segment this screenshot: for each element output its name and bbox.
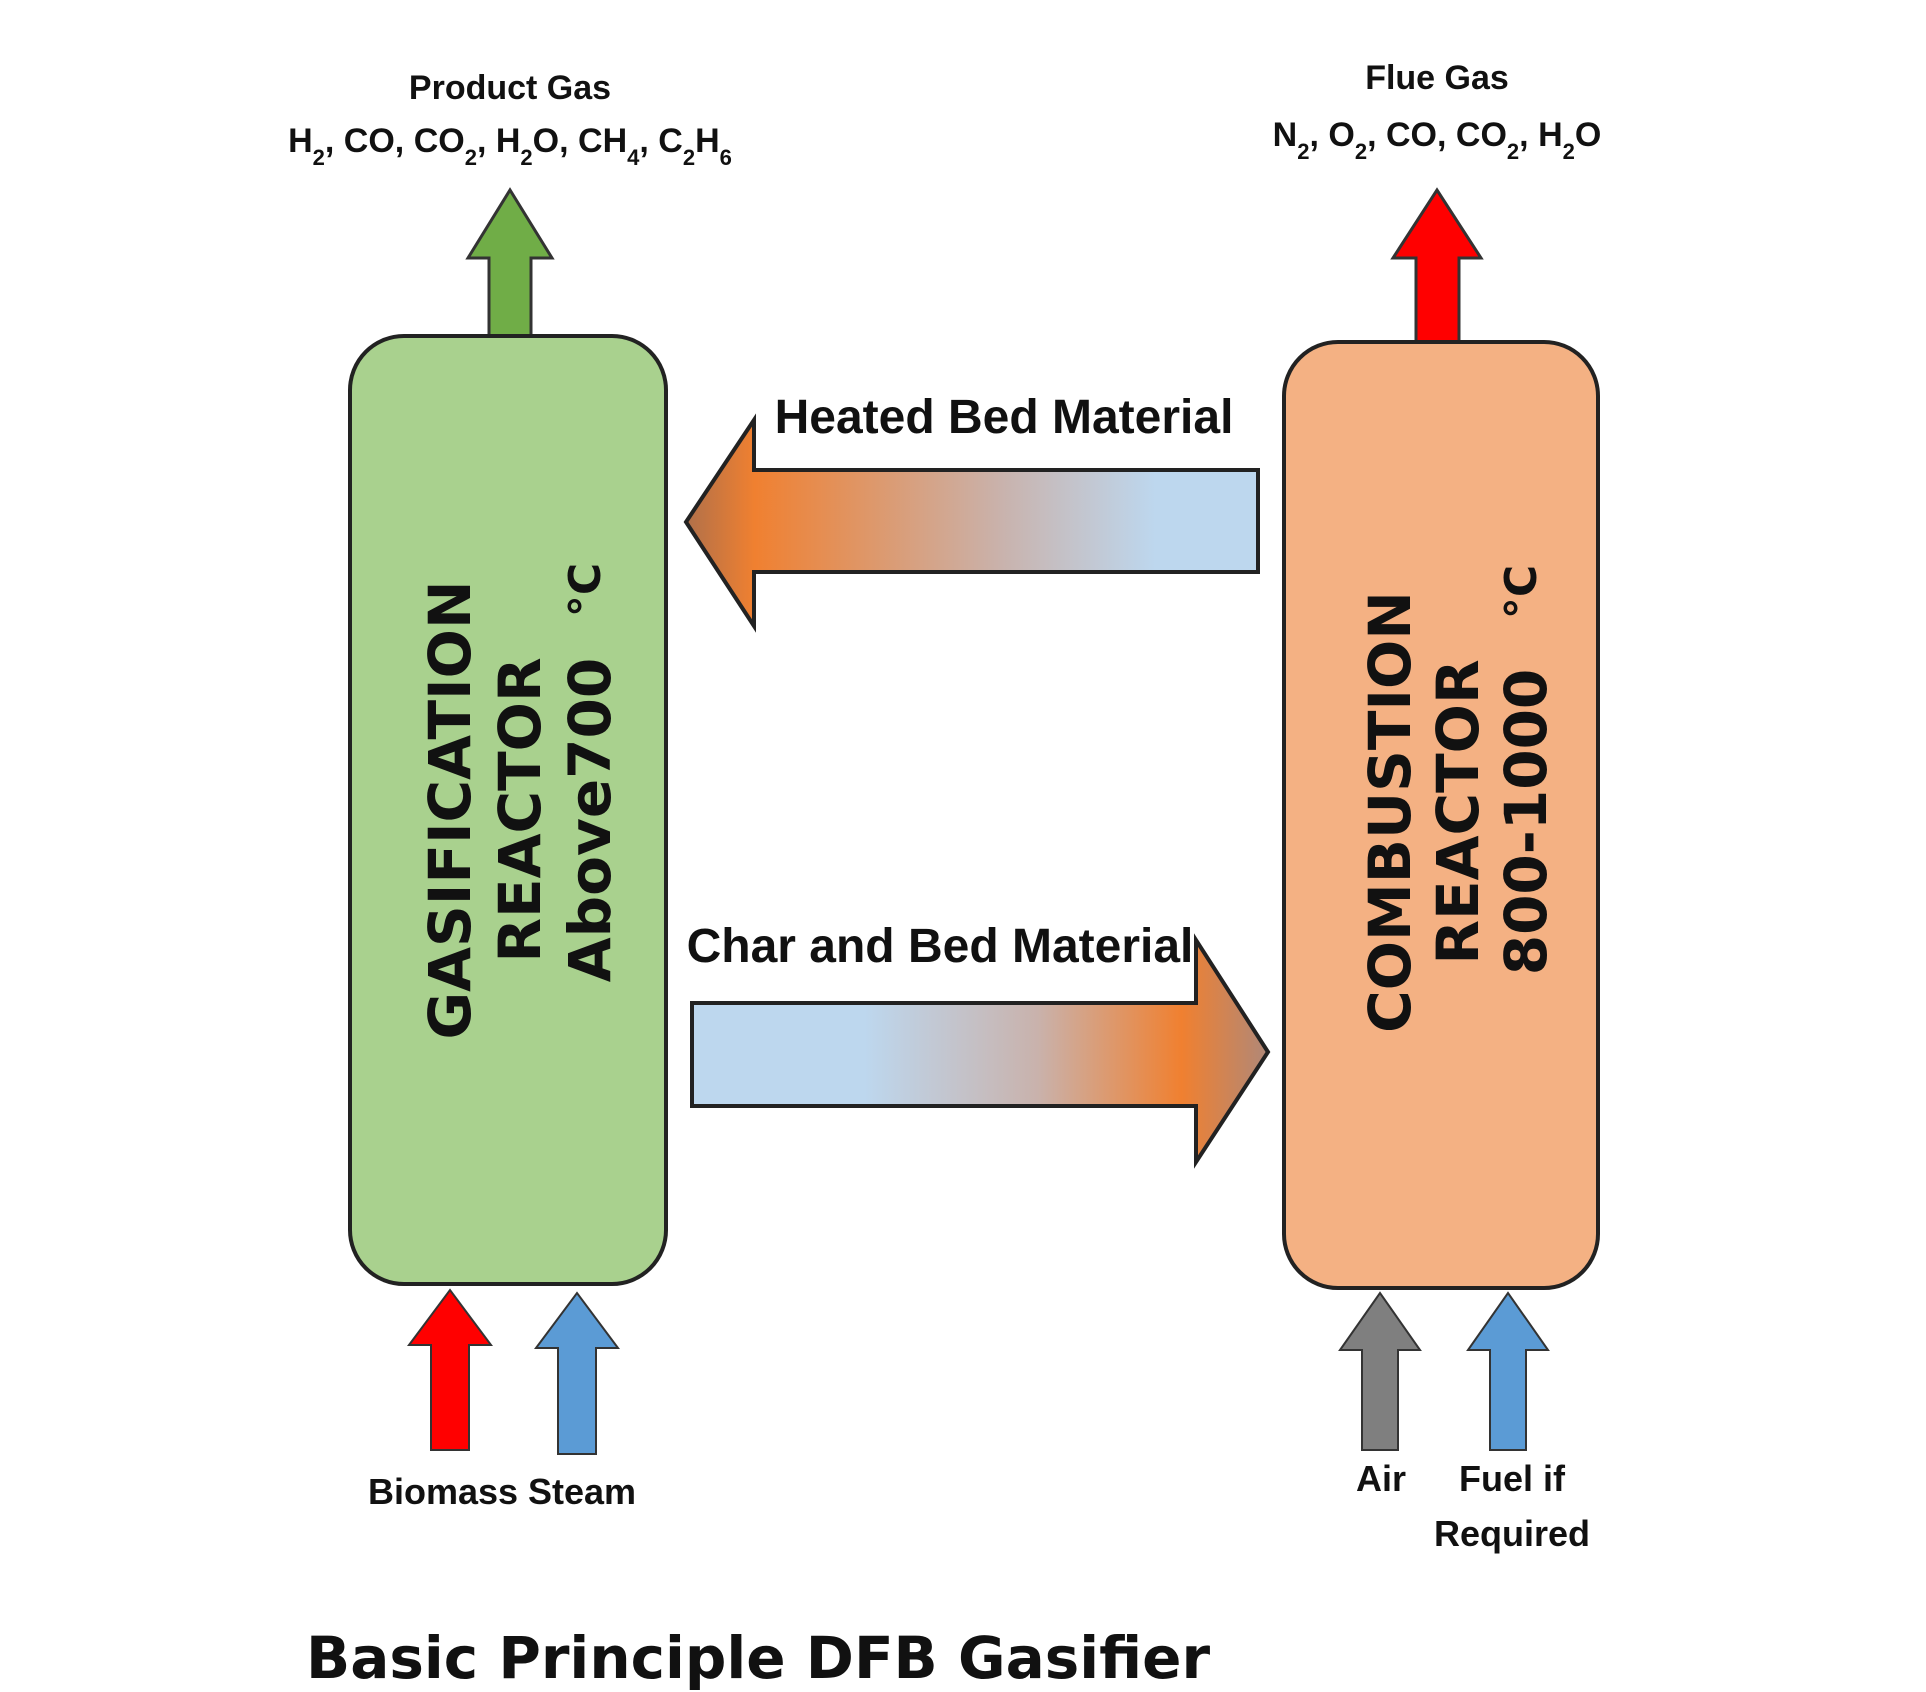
diagram-caption: Basic Principle DFB Gasifier [306, 1624, 1210, 1692]
flue-gas-arrow [1390, 187, 1484, 346]
gasification-reactor-label: GASIFICATION REACTOR Above700 °C [416, 563, 624, 1040]
gasification-line-3: Above700 [556, 658, 624, 982]
product-gas-species: H2, CO, CO2, H2O, CH4, C2H6 [288, 122, 732, 170]
gasification-reactor [348, 334, 668, 1286]
fuel-arrow [1466, 1291, 1550, 1451]
combustion-line-2: REACTOR [1424, 659, 1492, 964]
gasification-line-1: GASIFICATION [416, 581, 484, 1040]
gasification-line-2: REACTOR [486, 657, 554, 962]
char-bed-label: Char and Bed Material [687, 920, 1194, 973]
combustion-line-3: 800-1000 [1492, 669, 1560, 976]
gasification-unit: °C [560, 563, 611, 617]
air-label: Air [1356, 1458, 1406, 1499]
flue-gas-species: N2, O2, CO, CO2, H2O [1273, 116, 1602, 164]
steam-arrow [534, 1291, 620, 1455]
air-arrow [1338, 1291, 1422, 1451]
combustion-unit: °C [1496, 565, 1547, 619]
steam-label: Steam [528, 1471, 636, 1512]
biomass-label: Biomass [368, 1471, 518, 1512]
combustion-line-1: COMBUSTION [1356, 591, 1424, 1033]
combustion-reactor-label: COMBUSTION REACTOR 800-1000 °C [1356, 565, 1560, 1033]
fuel-label-line-1: Fuel if [1459, 1458, 1566, 1499]
fuel-label-line-2: Required [1434, 1513, 1590, 1554]
char-bed-arrow [690, 933, 1271, 1169]
product-gas-arrow [465, 187, 555, 342]
flue-gas-title: Flue Gas [1365, 59, 1509, 97]
biomass-arrow [407, 1288, 493, 1451]
heated-bed-arrow [683, 413, 1260, 633]
combustion-reactor [1282, 340, 1600, 1290]
heated-bed-label: Heated Bed Material [775, 391, 1234, 444]
product-gas-title: Product Gas [409, 69, 611, 107]
